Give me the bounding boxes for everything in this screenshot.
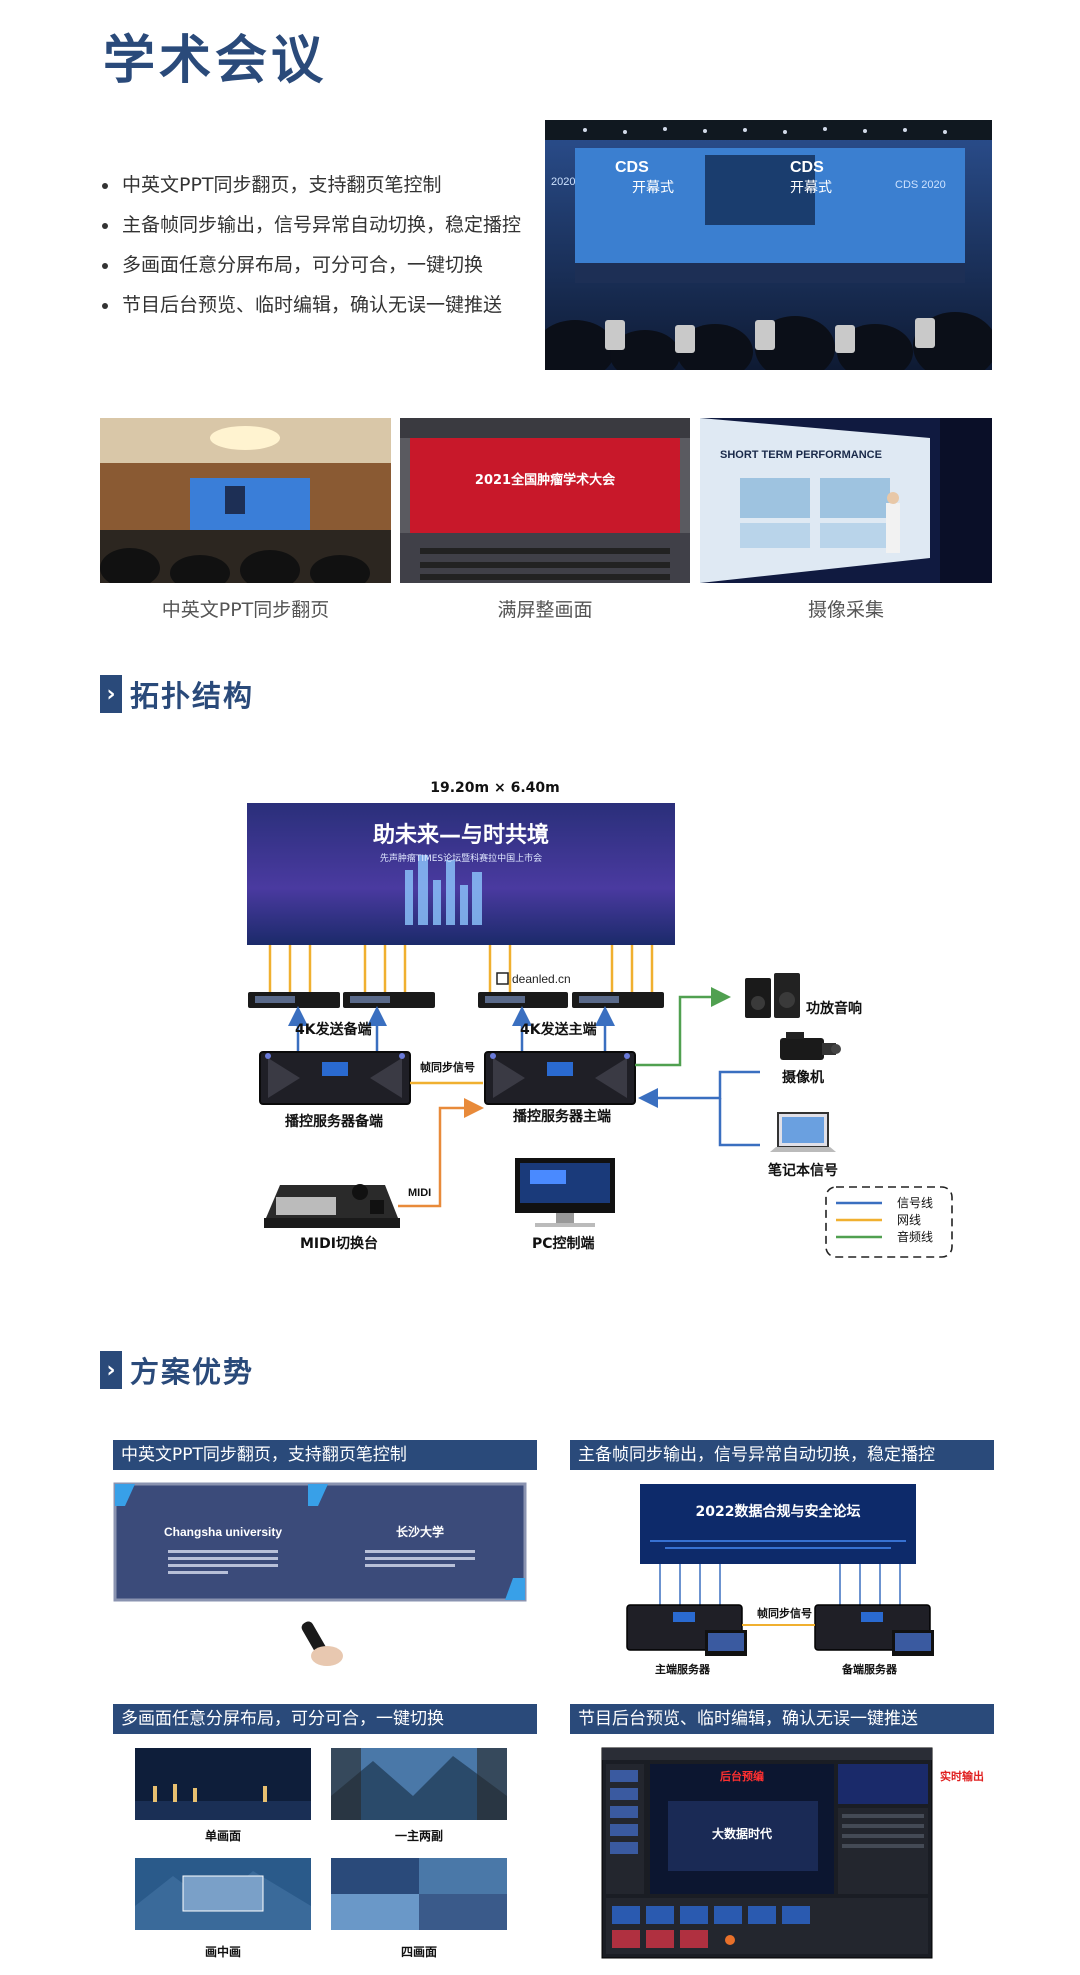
speaker-icon (745, 973, 800, 1018)
laptop-label: 笔记本信号 (768, 1162, 838, 1179)
frame-sync-label: 帧同步信号 (757, 1606, 812, 1620)
midi-console-label: MIDI切换台 (300, 1235, 378, 1252)
camera-icon (780, 1032, 841, 1060)
ppt-sync-illustration: Changsha university 长沙大学 (113, 1480, 529, 1680)
page-title: 学术会议 (103, 31, 328, 91)
pc-icon (515, 1158, 615, 1227)
feature-item: 节目后台预览、临时编辑，确认无误一键推送 (100, 285, 521, 325)
main-server-label: 主端服务器 (655, 1662, 711, 1676)
frame-sync-label: 帧同步信号 (420, 1060, 475, 1074)
advantage-heading: 中英文PPT同步翻页，支持翻页笔控制 (113, 1440, 537, 1470)
legend-label: 信号线 (897, 1196, 933, 1210)
gallery-caption: 满屏整画面 (497, 599, 593, 621)
pc-label: PC控制端 (532, 1235, 595, 1252)
legend: 信号线 网线 音频线 (825, 1186, 953, 1258)
topology-section-header: › 拓扑结构 (100, 673, 254, 715)
hero-year-left: 2020 (551, 176, 575, 188)
preview-label: 后台预编 (720, 1769, 764, 1783)
topology-diagram: 19.20m × 6.40m 助未来—与时共境 先声肿瘤TIMES论坛暨科赛拉中… (0, 760, 1080, 1260)
feature-item: 主备帧同步输出，信号异常自动切换，稳定播控 (100, 205, 521, 245)
slide-chinese-title: 长沙大学 (396, 1524, 444, 1539)
server-backup (259, 1051, 411, 1105)
sender-main-label: 4K发送主端 (520, 1021, 597, 1038)
hero-photo: CDS 开幕式 CDS 开幕式 2020 CDS 2020 (545, 120, 992, 370)
server-backup-label: 播控服务器备端 (285, 1113, 383, 1130)
hero-banner-right: 开幕式 (790, 180, 832, 196)
advantage-heading: 多画面任意分屏布局，可分可合，一键切换 (113, 1704, 537, 1734)
section-title: 方案优势 (130, 1355, 255, 1389)
speaker-label: 功放音响 (806, 1000, 862, 1017)
hero-logo-right: CDS (790, 159, 824, 176)
laptop-icon (770, 1112, 836, 1152)
layout-label: 四画面 (401, 1945, 437, 1959)
hero-banner-left: 开幕式 (632, 180, 674, 196)
feature-item: 多画面任意分屏布局，可分可合，一键切换 (100, 245, 521, 285)
legend-label: 网线 (897, 1213, 921, 1227)
server-main (484, 1051, 636, 1105)
frame-sync-illustration: 2022数据合规与安全论坛 帧同步信号 主端服务器 备端服务器 (570, 1480, 986, 1680)
section-title: 拓扑结构 (130, 679, 255, 713)
layout-label: 画中画 (205, 1944, 241, 1959)
sender-backup-label: 4K发送备端 (295, 1021, 372, 1038)
feature-list: 中英文PPT同步翻页，支持翻页笔控制 主备帧同步输出，信号异常自动切换，稳定播控… (100, 165, 521, 325)
layout-label: 一主两副 (395, 1828, 443, 1843)
midi-console-icon (264, 1184, 400, 1228)
screen-subtitle: 先声肿瘤TIMES论坛暨科赛拉中国上市会 (380, 852, 542, 864)
gallery-photo-3: SHORT TERM PERFORMANCE (700, 418, 992, 583)
watermark-text: deanled.cn (512, 972, 571, 986)
live-output-label: 实时输出 (940, 1769, 984, 1783)
multi-layout-illustration: 单画面 一主两副 画中画 四画面 (113, 1746, 529, 1971)
midi-label: MIDI (408, 1187, 431, 1199)
camera-label: 摄像机 (782, 1069, 824, 1086)
hero-year-right: CDS 2020 (895, 179, 946, 191)
feature-item: 中英文PPT同步翻页，支持翻页笔控制 (100, 165, 521, 205)
program-title: 大数据时代 (712, 1826, 772, 1841)
advantage-heading: 主备帧同步输出，信号异常自动切换，稳定播控 (570, 1440, 994, 1470)
layout-label: 单画面 (205, 1828, 241, 1843)
backup-server-label: 备端服务器 (841, 1662, 898, 1676)
legend-label: 音频线 (897, 1229, 933, 1244)
server-main-label: 播控服务器主端 (513, 1108, 611, 1125)
forum-screen-title: 2022数据合规与安全论坛 (696, 1503, 861, 1520)
gallery-caption: 摄像采集 (807, 599, 884, 621)
slide-english-title: Changsha university (164, 1525, 282, 1539)
hero-logo-left: CDS (615, 159, 649, 176)
advantages-section-header: › 方案优势 (100, 1349, 254, 1391)
screen-size-label: 19.20m × 6.40m (430, 780, 559, 796)
chevron-right-icon: › (100, 675, 122, 713)
gallery-photo-2: 2021全国肿瘤学术大会 (400, 418, 690, 583)
advantage-heading: 节目后台预览、临时编辑，确认无误一键推送 (570, 1704, 994, 1734)
presenter-clicker-icon (301, 1621, 343, 1666)
screen-title: 助未来—与时共境 (373, 822, 549, 848)
gallery-screen-text: SHORT TERM PERFORMANCE (720, 449, 882, 461)
preview-software-illustration: 后台预编 大数据时代 实时输出 (570, 1746, 986, 1966)
gallery-screen-title: 2021全国肿瘤学术大会 (475, 472, 616, 488)
chevron-right-icon: › (100, 1351, 122, 1389)
gallery-caption: 中英文PPT同步翻页 (161, 599, 330, 621)
gallery-photo-1 (100, 418, 391, 583)
